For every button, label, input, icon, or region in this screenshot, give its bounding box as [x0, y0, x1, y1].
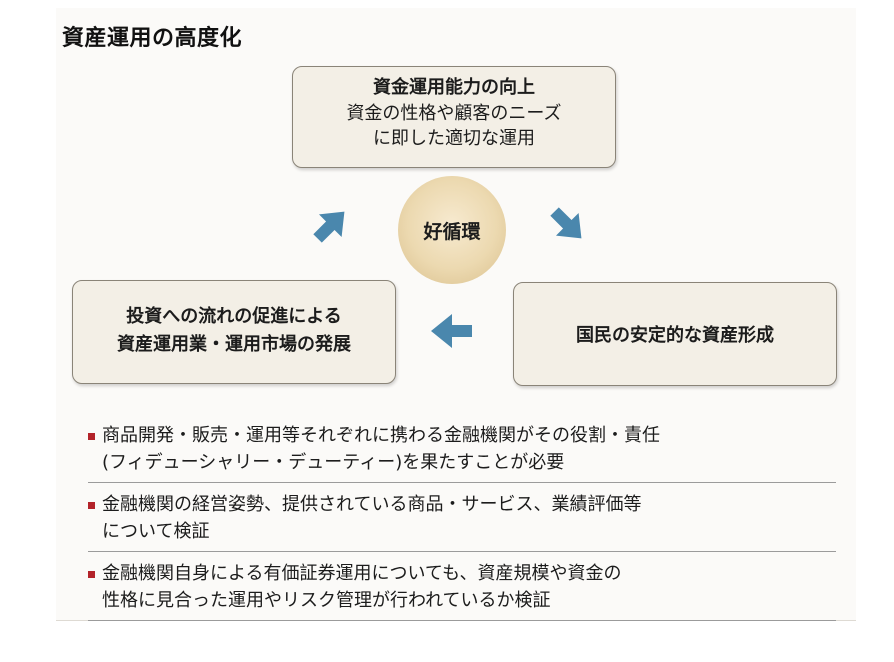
note-text: 金融機関の経営姿勢、提供されている商品・サービス、業績評価等 について検証 — [102, 494, 642, 542]
note-item: 金融機関自身による有価証券運用についても、資産規模や資金の 性格に見合った運用や… — [88, 552, 836, 621]
box-market-development-label: 投資への流れの促進による 資産運用業・運用市場の発展 — [117, 306, 351, 355]
bullet-square-icon — [88, 433, 95, 440]
note-item: 商品開発・販売・運用等それぞれに携わる金融機関がその役割・責任 (フィデューシャ… — [88, 414, 836, 483]
box-asset-formation-label: 国民の安定的な資産形成 — [576, 325, 774, 346]
figure-title: 資産運用の高度化 — [62, 26, 243, 51]
arrow-down-right-icon — [550, 207, 582, 239]
bullet-square-icon — [88, 502, 95, 509]
note-item: 金融機関の経営姿勢、提供されている商品・サービス、業績評価等 について検証 — [88, 483, 836, 552]
notes-list: 商品開発・販売・運用等それぞれに携わる金融機関がその役割・責任 (フィデューシャ… — [88, 414, 836, 621]
box-capability-heading: 資金運用能力の向上 — [373, 77, 535, 98]
virtuous-cycle-label: 好循環 — [423, 220, 481, 243]
arrow-left-icon — [431, 314, 472, 348]
note-text: 金融機関自身による有価証券運用についても、資産規模や資金の 性格に見合った運用や… — [102, 563, 622, 611]
note-text: 商品開発・販売・運用等それぞれに携わる金融機関がその役割・責任 (フィデューシャ… — [102, 425, 660, 473]
bullet-square-icon — [88, 571, 95, 578]
virtuous-cycle-circle: 好循環 — [398, 176, 506, 284]
box-capability-body: 資金の性格や顧客のニーズ に即した適切な運用 — [346, 103, 562, 149]
box-asset-formation: 国民の安定的な資産形成 — [513, 282, 837, 386]
arrow-up-right-icon — [313, 211, 345, 243]
box-capability-improvement: 資金運用能力の向上 資金の性格や顧客のニーズ に即した適切な運用 — [292, 66, 616, 168]
box-market-development: 投資への流れの促進による 資産運用業・運用市場の発展 — [72, 280, 396, 384]
